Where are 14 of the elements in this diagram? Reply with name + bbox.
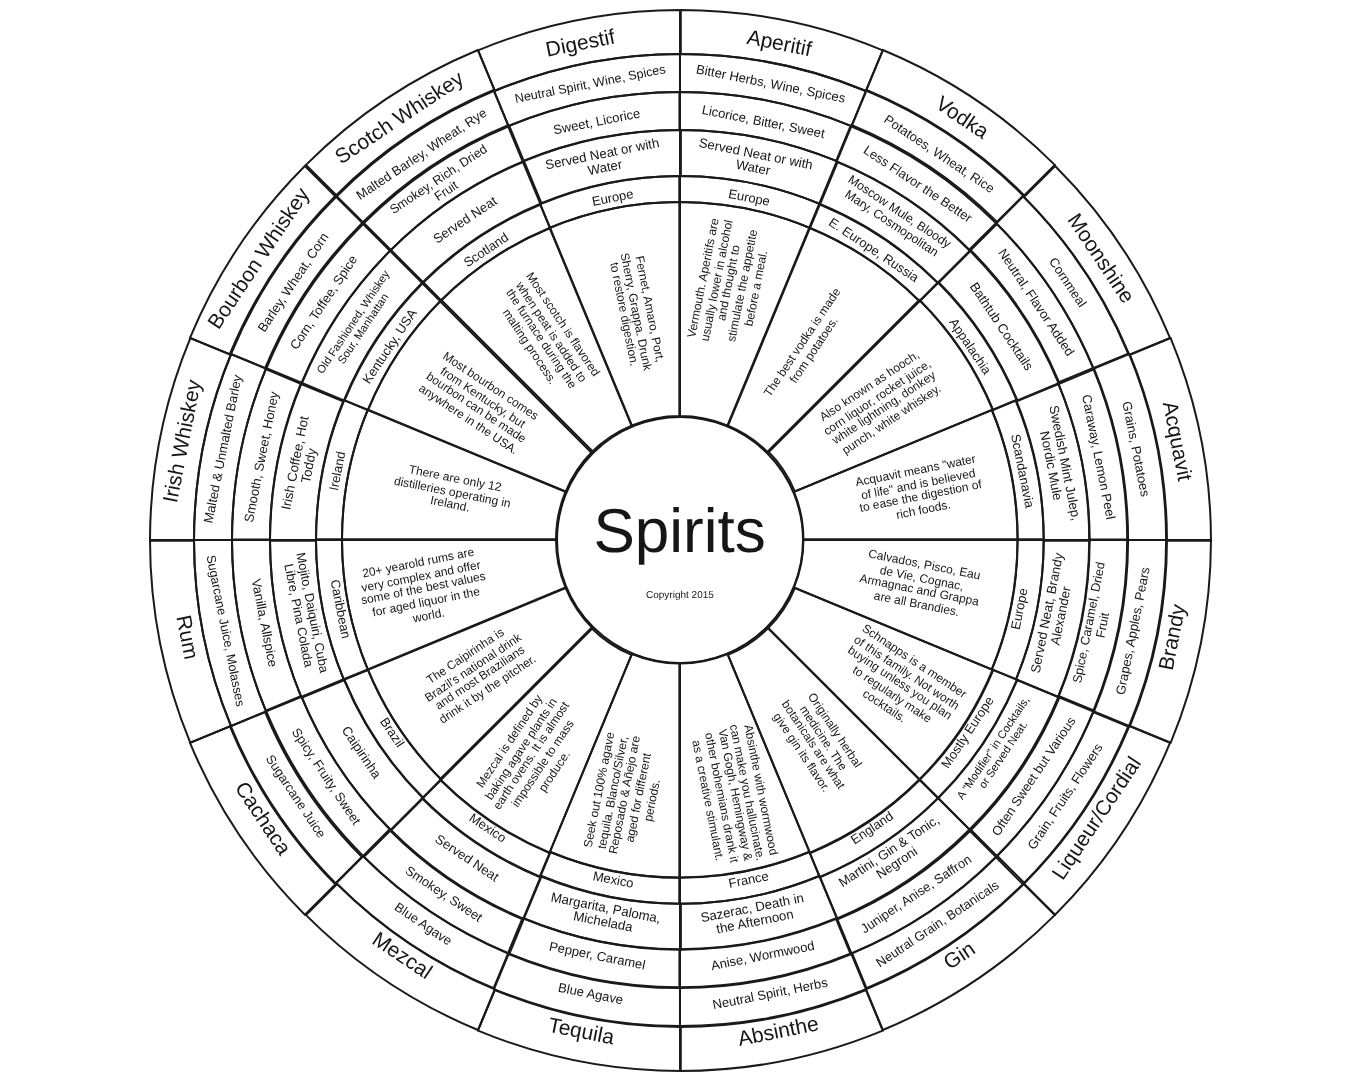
- spirit-name: Acquavit: [1154, 397, 1198, 487]
- wheel-title: Spirits: [593, 500, 766, 563]
- spirit-name: Digestif: [542, 23, 620, 67]
- wheel-sector: [475, 987, 682, 1072]
- spirit-name: Brandy: [1152, 600, 1193, 677]
- wheel-sector: [538, 174, 682, 230]
- spirit-name: Absinthe: [733, 1010, 823, 1057]
- spirit-name: Gin: [938, 938, 982, 981]
- spirit-name: Aperitif: [742, 23, 816, 66]
- wheel-sector: [188, 723, 339, 917]
- spirit-name: Irish Whiskey: [158, 375, 208, 505]
- spirit-name: Rum: [169, 611, 206, 666]
- spirit-name: Tequila: [545, 1012, 619, 1055]
- wheel-sector: [1127, 335, 1212, 542]
